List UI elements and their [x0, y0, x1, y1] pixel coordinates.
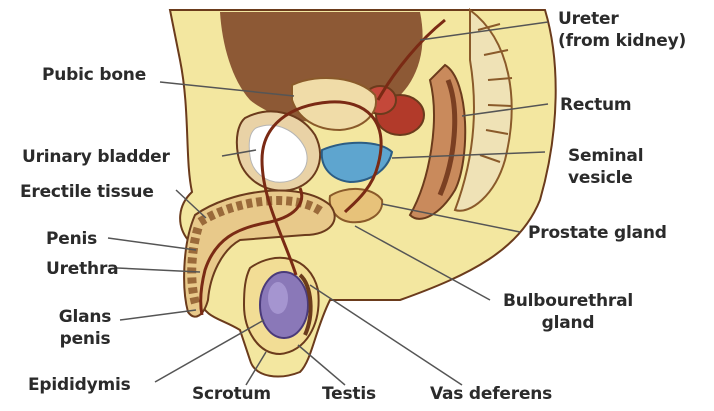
label-ureter-line1: Ureter: [558, 8, 686, 30]
label-ureter-line2: (from kidney): [558, 30, 686, 52]
label-seminal-vesicle-line1: Seminal: [568, 145, 643, 167]
label-ureter: Ureter (from kidney): [558, 8, 686, 52]
label-vas-deferens: Vas deferens: [430, 383, 552, 405]
label-scrotum: Scrotum: [192, 383, 271, 405]
label-bulbourethral-line1: Bulbourethral: [498, 290, 638, 312]
label-glans-penis: Glans penis: [46, 306, 124, 350]
label-bulbourethral-line2: gland: [498, 312, 638, 334]
label-testis: Testis: [322, 383, 376, 405]
label-rectum: Rectum: [560, 94, 631, 116]
label-glans-line2: penis: [46, 328, 124, 350]
label-seminal-vesicle: Seminal vesicle: [568, 145, 643, 189]
label-bulbourethral-gland: Bulbourethral gland: [498, 290, 638, 334]
leader-penis: [108, 238, 196, 250]
label-penis: Penis: [46, 228, 97, 250]
testis-highlight: [268, 282, 288, 314]
label-urinary-bladder: Urinary bladder: [22, 146, 170, 168]
leader-glans: [120, 310, 196, 320]
label-glans-line1: Glans: [46, 306, 124, 328]
label-seminal-vesicle-line2: vesicle: [568, 167, 643, 189]
label-pubic-bone: Pubic bone: [42, 64, 146, 86]
label-prostate-gland: Prostate gland: [528, 222, 667, 244]
label-epididymis: Epididymis: [28, 374, 131, 396]
prostate-shape: [330, 189, 382, 222]
label-erectile-tissue: Erectile tissue: [20, 181, 154, 203]
label-urethra: Urethra: [46, 258, 118, 280]
